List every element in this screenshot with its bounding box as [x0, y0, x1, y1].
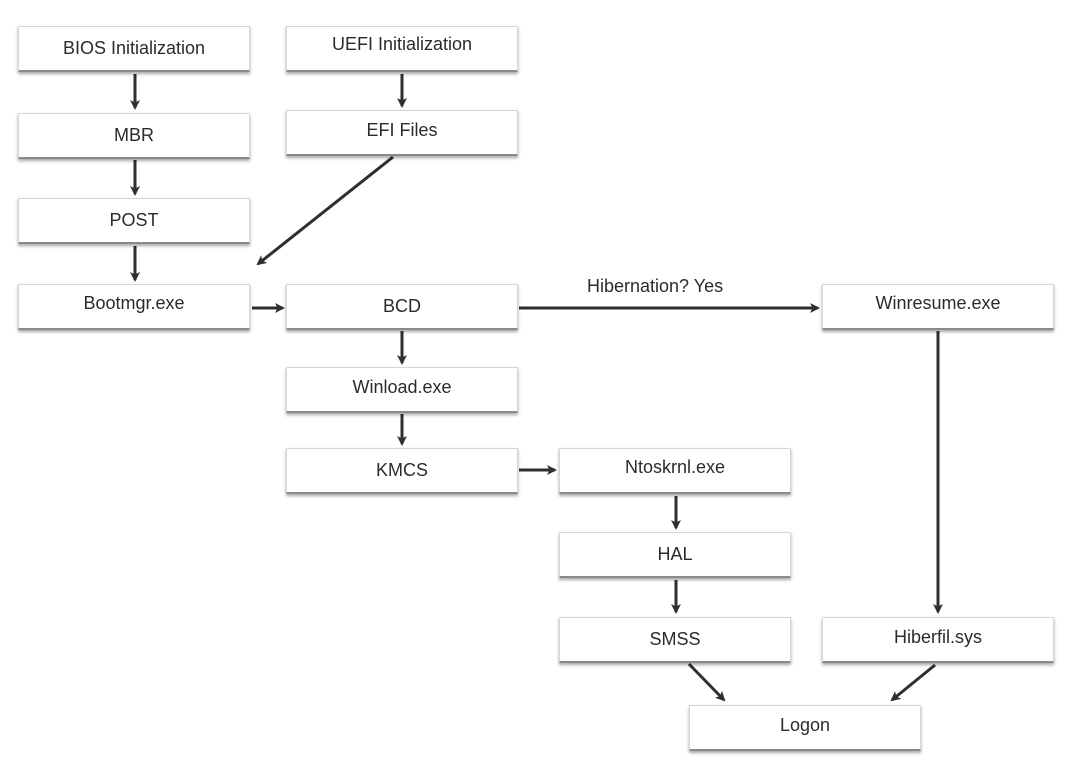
node-post: POST: [18, 198, 250, 244]
node-bootmgr: Bootmgr.exe: [18, 284, 250, 330]
node-kmcs: KMCS: [286, 448, 518, 494]
node-efi-files: EFI Files: [286, 110, 518, 156]
node-smss: SMSS: [559, 617, 791, 663]
arrow-hiberfil-to-logon: [890, 663, 936, 702]
arrow-smss-to-logon: [687, 662, 726, 702]
node-bcd: BCD: [286, 284, 518, 330]
node-winresume: Winresume.exe: [822, 284, 1054, 330]
node-logon: Logon: [689, 705, 921, 751]
node-ntoskrnl: Ntoskrnl.exe: [559, 448, 791, 494]
arrow-efi-to-bootmgr: [256, 155, 394, 266]
node-bios-initialization: BIOS Initialization: [18, 26, 250, 72]
node-winload: Winload.exe: [286, 367, 518, 413]
node-mbr: MBR: [18, 113, 250, 159]
node-hiberfil: Hiberfil.sys: [822, 617, 1054, 663]
edge-label-hibernation: Hibernation? Yes: [587, 276, 724, 296]
node-hal: HAL: [559, 532, 791, 578]
node-uefi-initialization: UEFI Initialization: [286, 26, 518, 72]
